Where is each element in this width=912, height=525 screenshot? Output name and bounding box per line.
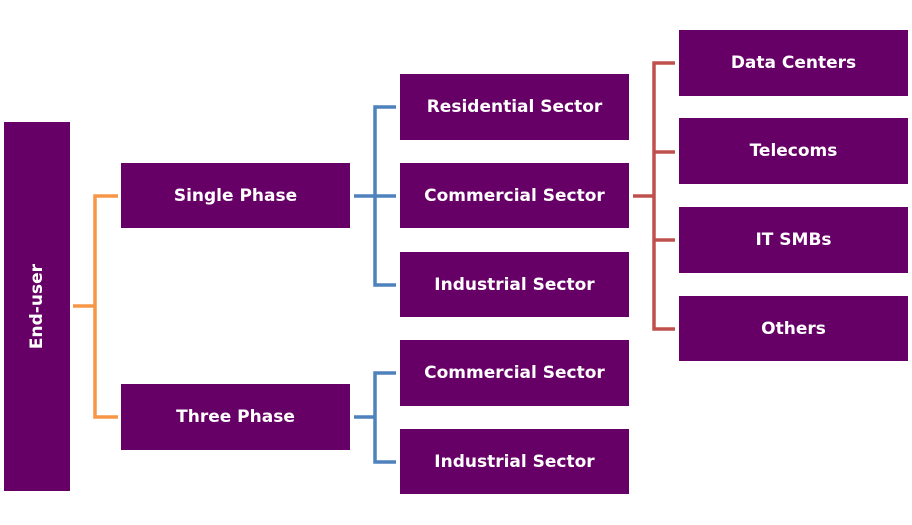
single-phase-label: Single Phase xyxy=(173,185,298,206)
single-phase-industrial-box: Industrial Sector xyxy=(400,252,629,317)
single-phase-residential-box: Residential Sector xyxy=(400,74,629,140)
single-phase-commercial-box: Commercial Sector xyxy=(400,163,629,228)
residential-sector-label: Residential Sector xyxy=(426,97,603,117)
connector-root-to-phase xyxy=(73,194,118,419)
it-smbs-label: IT SMBs xyxy=(755,230,832,250)
three-phase-box: Three Phase xyxy=(121,384,350,450)
three-phase-industrial-box: Industrial Sector xyxy=(400,429,629,494)
single-phase-box: Single Phase xyxy=(121,163,350,228)
others-label: Others xyxy=(761,318,826,339)
commercial-sector-label: Commercial Sector xyxy=(424,185,605,206)
three-phase-label: Three Phase xyxy=(176,407,295,427)
end-user-label: End-user xyxy=(27,263,47,350)
connector-commercial-to-subsegments xyxy=(633,61,675,331)
it-smbs-box: IT SMBs xyxy=(679,207,908,273)
industrial-sector-label: Industrial Sector xyxy=(434,451,595,472)
three-phase-commercial-box: Commercial Sector xyxy=(400,340,629,406)
commercial-sector-label: Commercial Sector xyxy=(424,363,605,383)
data-centers-box: Data Centers xyxy=(679,30,908,96)
telecoms-box: Telecoms xyxy=(679,118,908,184)
telecoms-label: Telecoms xyxy=(749,141,838,161)
others-box: Others xyxy=(679,296,908,361)
connector-three-phase-to-sectors xyxy=(354,371,396,464)
industrial-sector-label: Industrial Sector xyxy=(434,274,595,295)
data-centers-label: Data Centers xyxy=(730,53,857,73)
end-user-box: End-user xyxy=(4,122,70,491)
connector-single-phase-to-sectors xyxy=(354,105,396,287)
